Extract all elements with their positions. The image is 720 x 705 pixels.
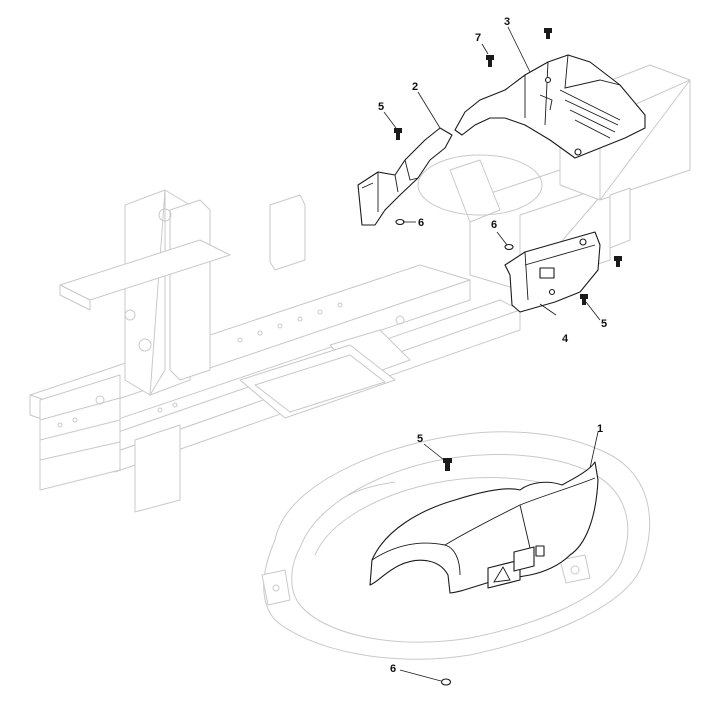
rear-guard-part <box>357 127 453 226</box>
callout-6-bottom: 6 <box>390 663 396 675</box>
bolt-top-icon <box>544 28 552 39</box>
belt-cover-part <box>369 461 599 594</box>
bolt-5-right-icon <box>580 294 588 305</box>
callout-6-mid: 6 <box>491 219 497 231</box>
bolt-7-icon <box>486 55 494 67</box>
bolt-5-upper-icon <box>394 128 402 140</box>
washer-6-left-icon <box>395 218 405 226</box>
leader-lines <box>383 26 601 682</box>
washer-6-bottom-icon <box>440 678 452 686</box>
callout-3: 3 <box>504 16 510 28</box>
callout-5-upper: 5 <box>378 101 384 113</box>
callout-4: 4 <box>562 333 569 345</box>
side-plate-part <box>504 231 601 313</box>
callout-6-left: 6 <box>418 217 424 229</box>
callout-5-right: 5 <box>601 318 607 330</box>
hardware <box>394 28 622 686</box>
callout-7: 7 <box>475 32 481 44</box>
washer-6-mid-icon <box>504 243 514 251</box>
callout-1: 1 <box>597 423 603 435</box>
bolt-5-lower-icon <box>443 458 452 471</box>
callout-labels: 1 2 3 4 5 5 5 6 6 6 7 <box>378 16 607 675</box>
callout-5-lower: 5 <box>417 433 423 445</box>
footplate-part <box>454 54 646 159</box>
callout-2: 2 <box>412 81 418 93</box>
bolt-side-icon <box>614 256 622 267</box>
